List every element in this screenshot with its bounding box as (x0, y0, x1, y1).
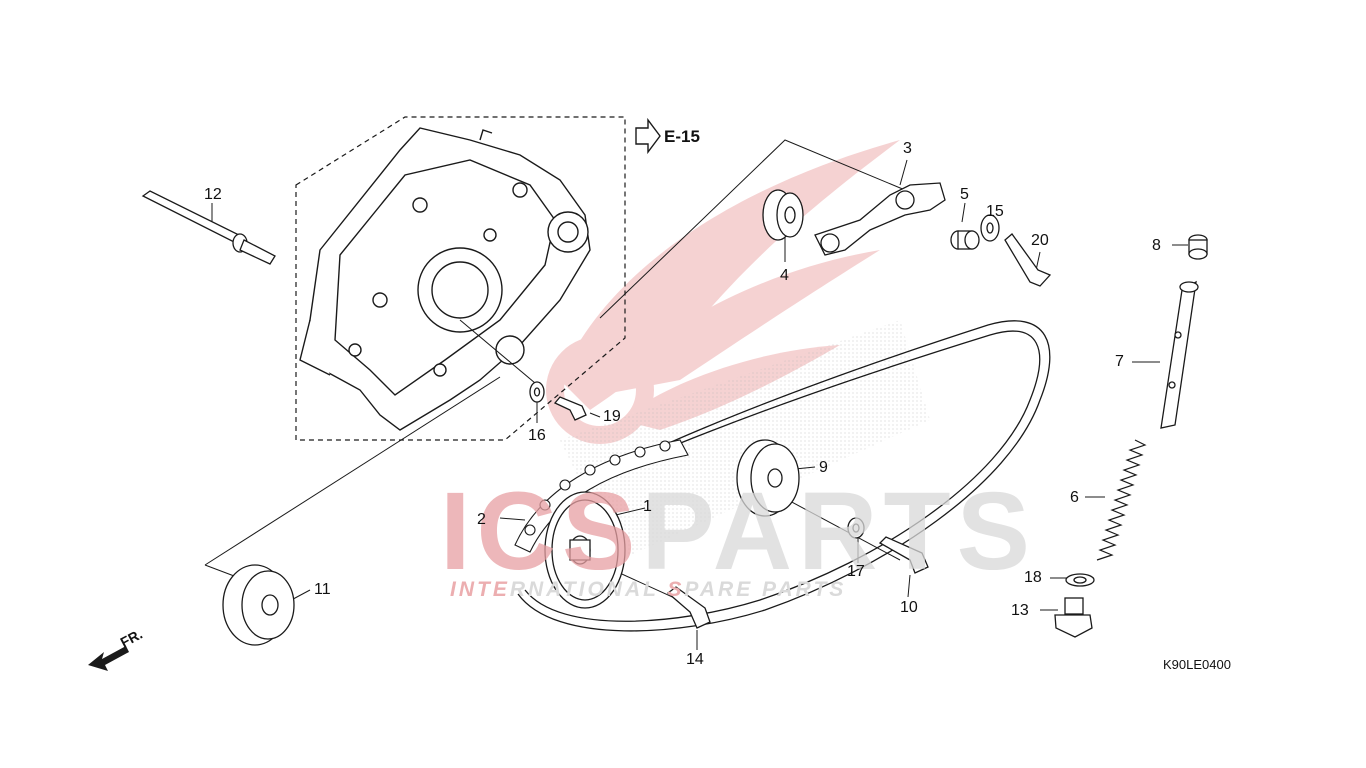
part-15-washer (980, 214, 1000, 242)
part-3-tensioner-arm (814, 182, 946, 256)
crankcase (299, 127, 591, 431)
part-6-spring (1096, 439, 1147, 561)
watermark-brand-red: ICS (440, 470, 642, 593)
callout-13: 13 (1011, 602, 1029, 619)
part-9-cam-sprocket (736, 439, 800, 517)
reference-arrow-icon (635, 117, 661, 155)
part-16-washer (529, 381, 545, 403)
cam-chain-loop (517, 320, 1051, 632)
part-11-crank-sprocket (222, 564, 295, 646)
part-10-bolt (878, 536, 929, 574)
part-20-bolt (1004, 233, 1052, 287)
drawing-code: K90LE0400 (1163, 657, 1231, 672)
watermark-tagline-grey-2: PARE PARTS (684, 578, 847, 601)
callout-15: 15 (986, 203, 1004, 220)
watermark-tagline: INTERNATIONAL SPARE PARTS (450, 578, 846, 602)
part-5-collar (950, 230, 980, 250)
callout-9: 9 (819, 459, 828, 476)
callout-14: 14 (686, 651, 704, 668)
callout-16: 16 (528, 427, 546, 444)
reference-label[interactable]: E-15 (664, 127, 700, 146)
callout-1: 1 (643, 498, 652, 515)
callout-4: 4 (780, 267, 789, 284)
callout-19: 19 (603, 408, 621, 425)
part-19-bolt (553, 396, 587, 421)
callout-5: 5 (960, 186, 969, 203)
part-12-stud-bolt (141, 190, 276, 265)
watermark-tagline-red-2: S (667, 578, 685, 601)
part-18-washer (1065, 573, 1095, 587)
callout-18: 18 (1024, 569, 1042, 586)
callout-12: 12 (204, 186, 222, 203)
shading (560, 320, 930, 560)
front-arrow-icon (88, 646, 129, 671)
callout-2: 2 (477, 511, 486, 528)
callout-10: 10 (900, 599, 918, 616)
callout-8: 8 (1152, 237, 1161, 254)
callout-20: 20 (1031, 232, 1049, 249)
watermark-tagline-red-1: INTE (450, 578, 510, 601)
watermark-brand: ICSPARTS (440, 468, 1036, 595)
watermark-tagline-grey-1: RNATIONAL (509, 578, 668, 601)
part-7-tensioner-body (1160, 280, 1199, 429)
callout-7: 7 (1115, 353, 1124, 370)
part-4-tensioner-roller (762, 189, 804, 241)
part-13-sealing-bolt (1054, 597, 1093, 638)
part-17-washer (847, 517, 865, 539)
callout-11: 11 (314, 581, 331, 598)
part-8-cap (1188, 234, 1208, 260)
callout-6: 6 (1070, 489, 1079, 506)
watermark-brand-grey: PARTS (641, 470, 1037, 593)
callout-17: 17 (847, 563, 865, 580)
callout-3: 3 (903, 140, 912, 157)
part-14-bolt (666, 586, 711, 629)
part-1-sprocket (544, 491, 626, 609)
crankcase-outline-frame (295, 116, 626, 441)
